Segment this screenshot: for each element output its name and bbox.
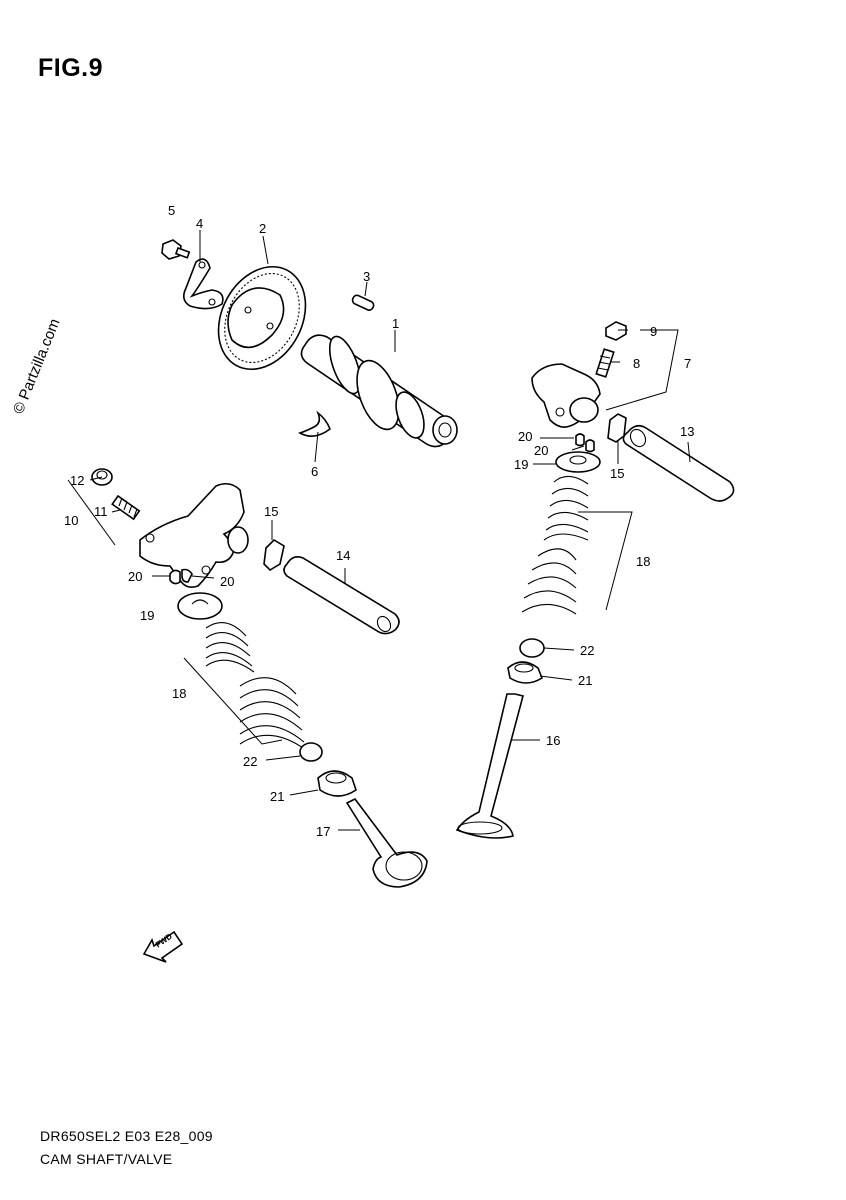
cam-pin[interactable] [351,294,375,311]
callout-21a: 21 [270,789,284,804]
forward-arrow-icon: FWD [142,930,184,963]
callout-14: 14 [336,548,350,563]
callout-labels: 1 2 3 4 5 6 7 8 9 10 11 12 13 14 15 15 1… [64,203,694,839]
callout-19b: 19 [514,457,528,472]
intake-inner-spring[interactable] [205,622,255,673]
intake-stem-seal[interactable] [317,770,357,797]
intake-adjust-screw[interactable] [111,494,141,521]
callout-2: 2 [259,221,266,236]
exhaust-valve-cotters[interactable] [575,433,595,453]
callout-1: 1 [392,316,399,331]
exhaust-lock-nut[interactable] [605,321,627,341]
exhaust-adjust-screw[interactable] [595,348,615,378]
intake-valve[interactable] [345,797,428,888]
intake-outer-spring[interactable] [239,677,307,751]
exhaust-valve[interactable] [455,693,524,839]
intake-spring-seat[interactable] [299,742,323,762]
callout-18b: 18 [636,554,650,569]
section-name: CAM SHAFT/VALVE [40,1151,173,1167]
callout-12: 12 [70,473,84,488]
leader-lines [67,230,691,831]
exhaust-outer-spring[interactable] [521,548,577,615]
camshaft-clip[interactable] [298,410,331,437]
intake-spring-retainer[interactable] [177,592,223,620]
model-code: DR650SEL2 E03 E28_009 [40,1128,213,1144]
exhaust-spring-seat[interactable] [519,638,545,658]
exhaust-rocker-arm[interactable] [531,363,601,428]
callout-22a: 22 [243,754,257,769]
callout-6: 6 [311,464,318,479]
callout-15a: 15 [264,504,278,519]
callout-18a: 18 [172,686,186,701]
callout-19a: 19 [140,608,154,623]
callout-17: 17 [316,824,330,839]
callout-20b: 20 [220,574,234,589]
callout-8: 8 [633,356,640,371]
callout-22b: 22 [580,643,594,658]
callout-5: 5 [168,203,175,218]
callout-20a: 20 [128,569,142,584]
callout-3: 3 [363,269,370,284]
callout-20c: 20 [518,429,532,444]
callout-21b: 21 [578,673,592,688]
sprocket-washer-plate[interactable] [182,258,224,310]
figure-title: FIG.9 [38,54,104,82]
callout-20d: 20 [534,443,548,458]
callout-10: 10 [64,513,78,528]
callout-7: 7 [684,356,691,371]
camshaft[interactable] [300,333,458,448]
intake-valve-cotters[interactable] [169,568,193,585]
rocker-wave-washer-intake[interactable] [263,538,285,572]
intake-rocker-arm[interactable] [139,482,249,588]
callout-15b: 15 [610,466,624,481]
exhaust-rocker-shaft[interactable] [622,424,735,502]
cam-sprocket[interactable] [201,252,322,385]
rocker-wave-washer-exhaust[interactable] [607,413,627,443]
callout-4: 4 [196,216,203,231]
intake-rocker-shaft[interactable] [283,556,400,635]
callout-16: 16 [546,733,560,748]
exhaust-spring-retainer[interactable] [555,451,601,473]
sprocket-bolt[interactable] [161,239,191,260]
exhaust-inner-spring[interactable] [543,475,589,541]
callout-11: 11 [94,504,108,519]
callout-9: 9 [650,324,657,339]
callout-13: 13 [680,424,694,439]
exhaust-stem-seal[interactable] [507,661,543,684]
